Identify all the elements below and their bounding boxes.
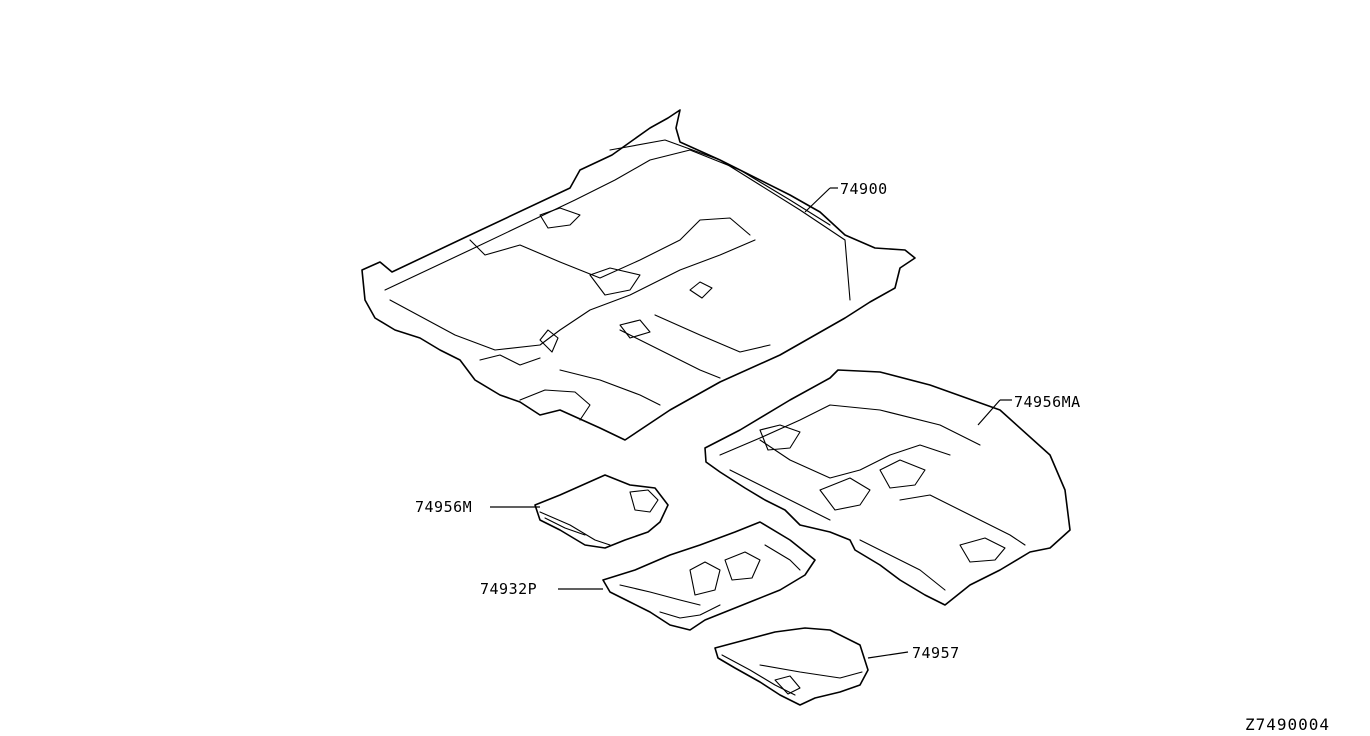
floor-carpet-drawing[interactable] bbox=[361, 109, 916, 441]
part-number-74956MA[interactable]: 74956MA bbox=[1014, 393, 1081, 411]
part-number-74900[interactable]: 74900 bbox=[840, 180, 888, 198]
part-number-74956M[interactable]: 74956M bbox=[415, 498, 472, 516]
rear-mat-drawing[interactable] bbox=[714, 627, 869, 706]
floor-mat-set-drawing[interactable] bbox=[704, 369, 1071, 606]
diagram-code: Z7490004 bbox=[1245, 715, 1330, 734]
center-mat-drawing[interactable] bbox=[602, 521, 816, 631]
leader-74956MA bbox=[977, 399, 1001, 426]
part-number-74957[interactable]: 74957 bbox=[912, 644, 960, 662]
leader-74900 bbox=[804, 187, 831, 213]
front-mat-drawing[interactable] bbox=[534, 474, 669, 549]
leader-74957 bbox=[867, 651, 909, 659]
part-number-74932P[interactable]: 74932P bbox=[480, 580, 537, 598]
